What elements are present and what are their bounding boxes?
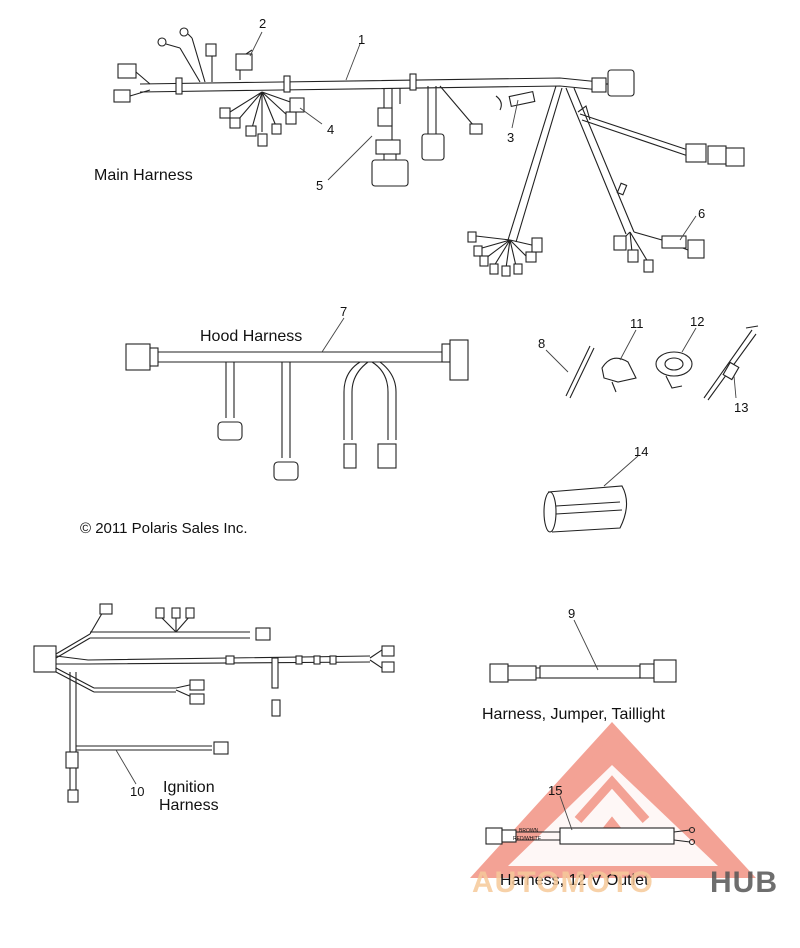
watermark-text-hub: HUB — [710, 866, 778, 899]
callout-14: 14 — [634, 444, 649, 459]
ignition-harness — [33, 603, 395, 803]
jumper-taillight-label: Harness, Jumper, Taillight — [482, 706, 665, 723]
watermark-logo — [470, 722, 756, 878]
jumper-taillight-harness — [489, 659, 677, 683]
callout-2: 2 — [259, 16, 267, 31]
callout-9: 9 — [568, 606, 576, 621]
main-harness — [113, 27, 745, 277]
small-parts — [543, 325, 759, 533]
callout-8: 8 — [538, 336, 546, 351]
wire-label-brown: BROWN — [519, 828, 539, 834]
hood-harness-label: Hood Harness — [200, 328, 303, 345]
outlet-12v-label: Harness, 12 V Outlet — [500, 872, 649, 889]
callout-4: 4 — [327, 122, 335, 137]
callout-10: 10 — [130, 784, 145, 799]
callout-1: 1 — [358, 32, 366, 47]
ignition-harness-label-line1: Ignition — [163, 779, 215, 796]
main-harness-label: Main Harness — [94, 167, 193, 184]
callout-15: 15 — [548, 783, 563, 798]
copyright-notice: © 2011 Polaris Sales Inc. — [80, 520, 248, 537]
outlet-12v-harness — [485, 826, 696, 846]
callout-6: 6 — [698, 206, 706, 221]
callout-12: 12 — [690, 314, 705, 329]
ignition-harness-label-line2: Harness — [159, 797, 219, 814]
callout-3: 3 — [507, 130, 515, 145]
hood-harness — [125, 339, 469, 481]
callout-5: 5 — [316, 178, 324, 193]
callout-7: 7 — [340, 304, 348, 319]
wire-label-red-white: RED/WHITE — [513, 836, 542, 842]
callout-11: 11 — [630, 316, 644, 331]
callout-13: 13 — [734, 400, 749, 415]
callout-leaders — [115, 31, 737, 831]
watermark-text-automoto: AUTOMOTO — [472, 866, 654, 899]
